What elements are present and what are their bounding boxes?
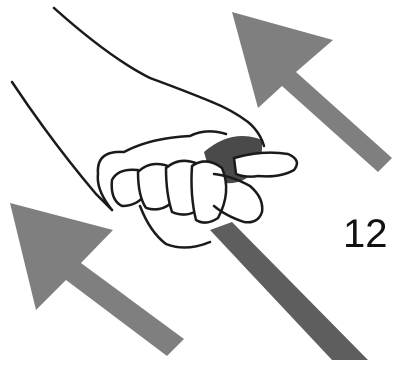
step-number-label: 12 [343,214,388,254]
